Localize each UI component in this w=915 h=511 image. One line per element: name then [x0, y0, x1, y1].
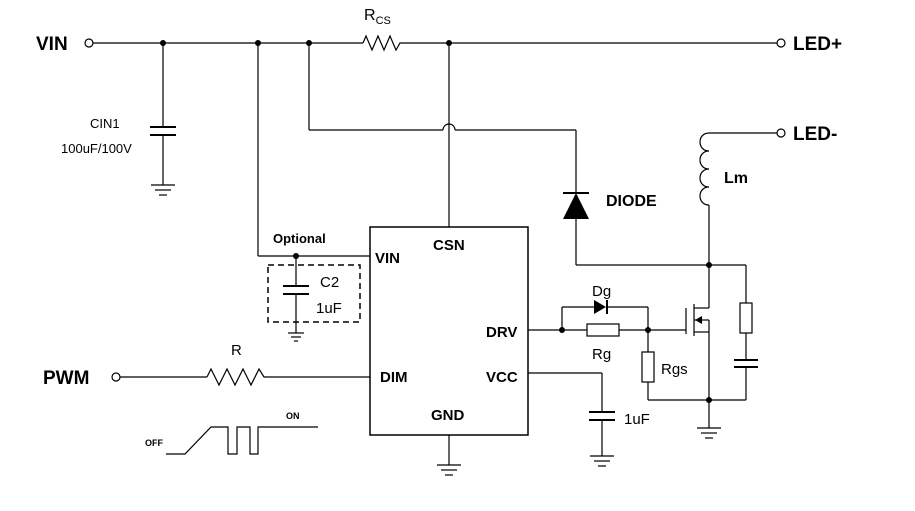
vcc-capacitor: 1uF	[528, 372, 650, 467]
top-rail	[93, 40, 777, 46]
waveform-on-label: ON	[286, 411, 300, 421]
rg-label: Rg	[592, 346, 611, 363]
inductor-label: Lm	[724, 170, 748, 187]
vin-terminal: VIN	[36, 34, 94, 55]
rcs-label: RCS	[364, 7, 391, 27]
ic-pin-csn: CSN	[433, 237, 465, 254]
waveform-off-label: OFF	[145, 438, 163, 448]
ic-pin-drv: DRV	[486, 324, 517, 341]
diode-feed-wire	[308, 43, 577, 193]
snubber	[706, 262, 758, 401]
c2-name: C2	[320, 274, 339, 291]
led-plus-terminal: LED+	[776, 34, 842, 55]
vin-feed-wire: Optional	[257, 43, 370, 259]
pwm-label: PWM	[43, 368, 89, 389]
optional-label: Optional	[273, 231, 326, 246]
ic-pin-vcc: VCC	[486, 369, 518, 386]
dg-label: Dg	[592, 283, 611, 300]
pwm-waveform: OFF ON	[145, 411, 318, 455]
r-dim-label: R	[231, 342, 242, 359]
cin1-capacitor: CIN1 100uF/100V	[61, 43, 176, 196]
cin1-value: 100uF/100V	[61, 141, 132, 156]
driver-ic: VIN CSN DRV DIM VCC GND	[369, 226, 529, 476]
diode-label: DIODE	[606, 193, 657, 210]
mosfet	[685, 265, 721, 439]
gate-network: Dg Rg Rgs	[528, 283, 709, 401]
led-minus-label: LED-	[793, 124, 837, 145]
vcc-cap-label: 1uF	[624, 411, 650, 428]
ic-pin-dim: DIM	[380, 369, 408, 386]
ic-pin-vin: VIN	[375, 250, 400, 267]
led-minus-terminal: LED-	[709, 124, 837, 145]
vin-terminal-label: VIN	[36, 34, 68, 55]
cin1-name: CIN1	[90, 116, 120, 131]
ic-pin-gnd: GND	[431, 407, 465, 424]
pwm-input: PWM R	[43, 342, 370, 389]
rcs-resistor: RCS	[362, 7, 403, 52]
led-plus-label: LED+	[793, 34, 842, 55]
c2-value: 1uF	[316, 300, 342, 317]
c2-capacitor: C2 1uF	[267, 256, 361, 342]
rgs-label: Rgs	[661, 361, 688, 378]
inductor-lm: Lm	[699, 132, 748, 265]
main-diode: DIODE	[563, 192, 709, 266]
